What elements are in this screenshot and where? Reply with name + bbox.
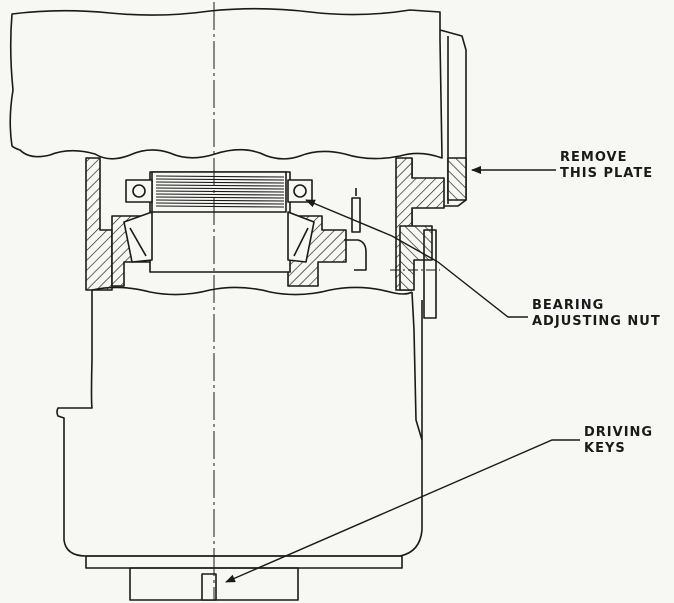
tapered-bearing-left <box>123 211 153 263</box>
callout-remove-line2: THIS PLATE <box>560 166 654 181</box>
remove-plate-section <box>447 157 467 201</box>
callout-remove-line1: REMOVE <box>560 150 628 165</box>
thread-line <box>155 196 285 199</box>
thread-line <box>155 190 285 193</box>
roller-right <box>293 227 309 257</box>
thread-line <box>155 181 285 184</box>
thread-line <box>155 193 285 196</box>
callout-bearing-line2: ADJUSTING NUT <box>532 314 661 329</box>
base-flange <box>85 555 403 569</box>
lower-housing-right-edge <box>411 291 423 441</box>
bolt-left <box>132 184 146 198</box>
leader-bearing-nut <box>305 199 439 263</box>
callout-driving-line1: DRIVING <box>584 425 654 440</box>
driving-key <box>201 573 217 601</box>
side-cover-plate <box>439 29 467 207</box>
tapered-bearing-right <box>287 211 315 263</box>
callout-driving-keys: DRIVING KEYS <box>584 425 653 457</box>
thread-line <box>155 178 285 181</box>
grease-fitting <box>351 188 361 233</box>
grease-pipe <box>344 239 367 271</box>
thread-line <box>155 175 285 178</box>
break-line-lower <box>91 286 413 296</box>
callout-remove-this-plate: REMOVE THIS PLATE <box>560 150 653 182</box>
thread-line <box>155 205 285 208</box>
thread-line <box>155 199 285 202</box>
upper-housing <box>9 7 443 160</box>
flange-plate <box>423 229 437 319</box>
lower-housing <box>56 290 423 557</box>
bolt-right <box>293 184 307 198</box>
locking-washer-right <box>287 179 313 203</box>
callout-bearing-line1: BEARING <box>532 298 605 313</box>
left-housing-wall <box>85 157 113 291</box>
leader-driving-keys <box>225 439 580 583</box>
thread-line <box>155 187 285 190</box>
locking-washer-left <box>125 179 153 203</box>
nut-threads <box>155 175 285 208</box>
flange-section <box>399 225 433 291</box>
thread-line <box>155 202 285 205</box>
thread-line <box>155 184 285 187</box>
callout-driving-line2: KEYS <box>584 441 626 456</box>
callout-bearing-adjusting-nut: BEARING ADJUSTING NUT <box>532 298 661 330</box>
roller-left <box>129 227 147 257</box>
leader-bearing-nut-upper <box>437 261 528 318</box>
